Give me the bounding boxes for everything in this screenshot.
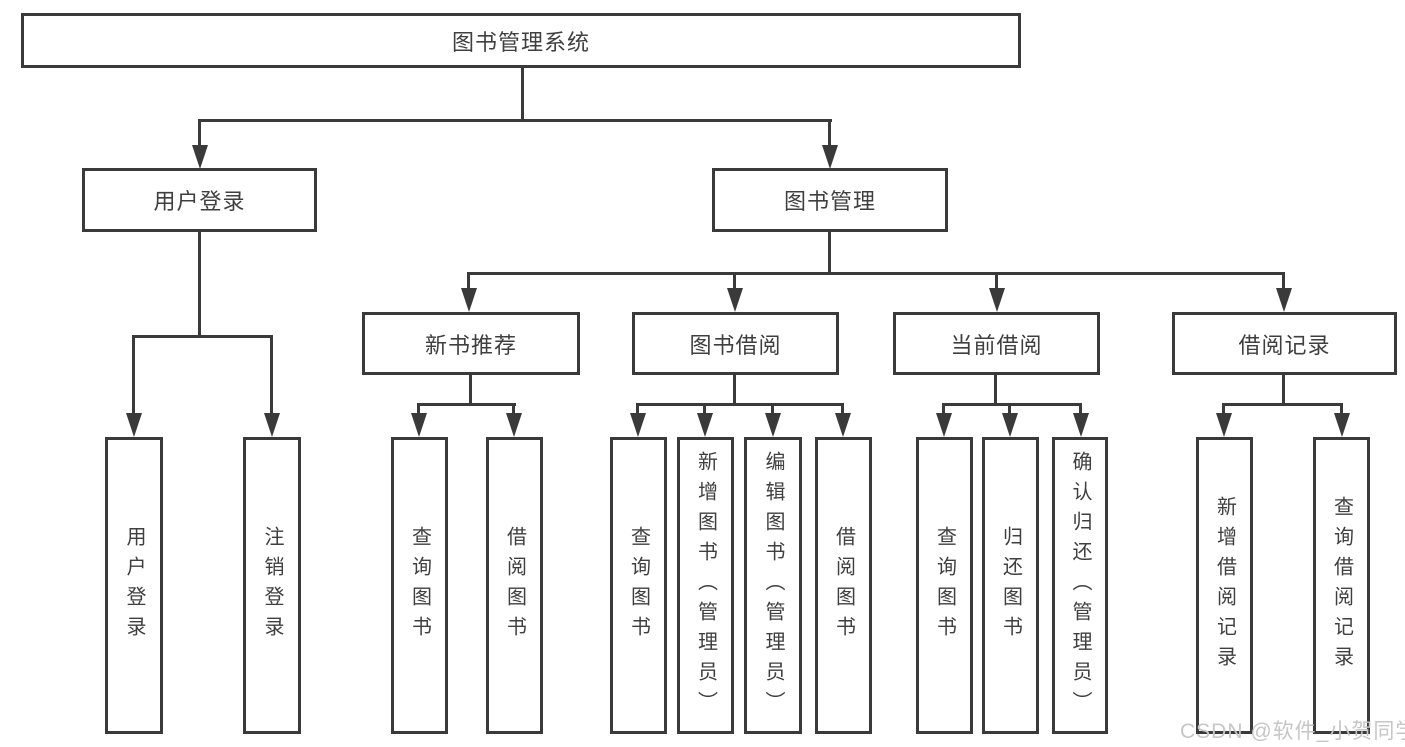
leaf-user-login: 用户登录 (105, 437, 163, 734)
connector-book-management-bar (467, 272, 1285, 275)
connector-drop-new-book-recommend (467, 272, 470, 290)
leaf-borrow-books-recommend: 借阅图书 (486, 437, 543, 734)
connector-drop-borrow-books-borrowing (841, 403, 844, 415)
arrowhead-edit-books-admin (765, 413, 781, 437)
connector-current-stub (994, 375, 997, 406)
connector-user-login-stub (198, 232, 201, 338)
node-library-management-system: 图书管理系统 (21, 13, 1021, 68)
arrowhead-borrow-books-recommend (506, 413, 522, 437)
connector-book-management-stub (828, 232, 831, 275)
arrowhead-book-management (822, 145, 838, 169)
leaf-borrow-books-borrowing: 借阅图书 (815, 437, 872, 734)
leaf-query-books-borrowing: 查询图书 (610, 437, 667, 734)
leaf-logout: 注销登录 (243, 437, 301, 734)
leaf-label: 新增图书（管理员） (694, 450, 717, 721)
leaf-add-books-admin: 新增图书（管理员） (677, 437, 734, 734)
leaf-return-books: 归还图书 (982, 437, 1039, 734)
connector-user-login-bar (132, 335, 273, 338)
arrowhead-current-borrowing (989, 288, 1005, 312)
leaf-label: 确认归还（管理员） (1069, 450, 1091, 721)
node-book-management: 图书管理 (712, 168, 948, 232)
node-label: 用户登录 (153, 189, 246, 214)
leaf-query-borrow-record: 查询借阅记录 (1313, 437, 1370, 734)
arrowhead-query-borrow-record (1334, 413, 1350, 437)
arrowhead-book-borrowing (727, 288, 743, 312)
arrowhead-return-books (1002, 413, 1018, 437)
leaf-label: 注销登录 (261, 525, 283, 646)
leaf-query-books-recommend: 查询图书 (391, 437, 448, 734)
node-book-borrowing: 图书借阅 (632, 312, 839, 375)
connector-drop-add-borrow-record (1222, 403, 1225, 415)
connector-recommend-stub (469, 375, 472, 406)
arrowhead-query-books-recommend (411, 413, 427, 437)
connector-drop-book-borrowing (733, 272, 736, 290)
leaf-label: 查询图书 (933, 525, 956, 646)
node-label: 图书管理 (783, 189, 876, 214)
leaf-label: 借阅图书 (503, 525, 526, 646)
connector-root-bar (198, 119, 832, 122)
connector-root-stub (521, 68, 524, 122)
node-label: 图书管理系统 (451, 29, 590, 55)
leaf-label: 归还图书 (999, 525, 1022, 646)
node-user-login: 用户登录 (82, 168, 317, 232)
arrowhead-add-books-admin (697, 413, 713, 437)
arrowhead-borrow-books-borrowing (835, 413, 851, 437)
leaf-label: 用户登录 (123, 525, 145, 646)
leaf-label: 查询图书 (627, 525, 650, 646)
leaf-label: 新增借阅记录 (1213, 495, 1236, 676)
connector-drop-user-login (198, 119, 201, 147)
leaf-label: 编辑图书（管理员） (762, 450, 784, 721)
connector-drop-return-books (1008, 403, 1011, 415)
arrowhead-leaf-logout (264, 413, 280, 437)
arrowhead-add-borrow-record (1216, 413, 1232, 437)
node-label: 图书借阅 (689, 332, 782, 358)
arrowhead-query-books-current (936, 413, 952, 437)
arrowhead-confirm-return (1073, 413, 1089, 437)
connector-drop-query-borrow-record (1340, 403, 1343, 415)
connector-records-stub (1282, 375, 1285, 406)
leaf-query-books-current: 查询图书 (916, 437, 973, 734)
arrowhead-leaf-user-login (126, 413, 142, 437)
csdn-watermark: CSDN @软件_小贺同学 (1180, 720, 1405, 743)
node-borrowing-records: 借阅记录 (1172, 312, 1397, 375)
connector-drop-add-books-admin (703, 403, 706, 415)
node-label: 新书推荐 (424, 332, 517, 358)
leaf-add-borrow-record: 新增借阅记录 (1196, 437, 1253, 734)
node-label: 当前借阅 (950, 332, 1043, 358)
connector-drop-borrowing-records (1282, 272, 1285, 290)
connector-drop-query-books-current (942, 403, 945, 415)
connector-drop-book-management (828, 119, 831, 147)
leaf-edit-books-admin: 编辑图书（管理员） (744, 437, 802, 734)
connector-drop-query-books-recommend (417, 403, 420, 415)
node-new-book-recommend: 新书推荐 (362, 312, 580, 375)
node-current-borrowing: 当前借阅 (893, 312, 1100, 375)
connector-borrowing-stub (733, 375, 736, 406)
connector-drop-current-borrowing (995, 272, 998, 290)
connector-records-bar (1222, 403, 1343, 406)
connector-drop-leaf-logout (270, 335, 273, 415)
connector-borrowing-bar (636, 403, 844, 406)
leaf-label: 借阅图书 (832, 525, 855, 646)
arrowhead-new-book-recommend (461, 288, 477, 312)
arrowhead-borrowing-records (1276, 288, 1292, 312)
connector-drop-edit-books-admin (771, 403, 774, 415)
connector-drop-borrow-books-recommend (512, 403, 515, 415)
connector-drop-leaf-user-login (132, 335, 135, 415)
arrowhead-user-login (192, 145, 208, 169)
connector-current-bar (942, 403, 1082, 406)
node-label: 借阅记录 (1238, 332, 1331, 358)
connector-drop-query-books-borrowing (636, 403, 639, 415)
leaf-label: 查询图书 (408, 525, 431, 646)
arrowhead-query-books-borrowing (630, 413, 646, 437)
leaf-confirm-return-admin: 确认归还（管理员） (1052, 437, 1108, 734)
connector-recommend-bar (417, 403, 516, 406)
leaf-label: 查询借阅记录 (1330, 495, 1353, 676)
connector-drop-confirm-return (1079, 403, 1082, 415)
